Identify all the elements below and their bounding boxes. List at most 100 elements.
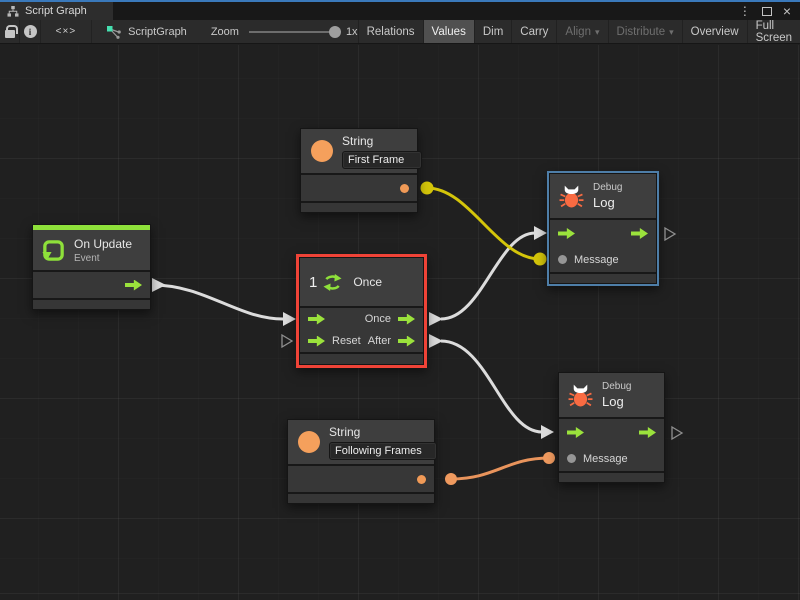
loop-icon bbox=[42, 239, 64, 261]
node-title: Log bbox=[593, 195, 615, 210]
flow-port-row bbox=[559, 419, 664, 446]
flow-output-port[interactable] bbox=[639, 427, 656, 438]
string-circle-icon bbox=[311, 140, 333, 162]
zoom-slider[interactable] bbox=[248, 25, 341, 38]
node-string-first-frame[interactable]: String bbox=[300, 128, 422, 213]
wire-layer bbox=[152, 181, 555, 485]
flow-input-port[interactable] bbox=[567, 427, 584, 438]
cycle-icon bbox=[323, 273, 342, 291]
node-debug-log-bottom[interactable]: Debug Log Message bbox=[558, 372, 665, 483]
node-header: String bbox=[301, 129, 422, 173]
lock-icon bbox=[4, 25, 18, 38]
window-menu-icon[interactable]: ⋮ bbox=[738, 4, 751, 18]
node-header: Debug Log bbox=[550, 174, 656, 218]
bug-icon bbox=[568, 384, 593, 406]
dropdown-caret-icon bbox=[669, 26, 674, 38]
node-on-update[interactable]: On Update Event bbox=[32, 224, 151, 310]
node-title: Log bbox=[602, 394, 624, 409]
dropdown-caret-icon bbox=[595, 26, 600, 38]
graph-name-label: ScriptGraph bbox=[128, 25, 187, 38]
string-output-port[interactable] bbox=[400, 183, 409, 193]
after-output-port[interactable] bbox=[398, 335, 415, 347]
debugbottom-output-unconnected-port-icon[interactable] bbox=[670, 425, 684, 441]
reset-input-port[interactable] bbox=[308, 335, 325, 347]
code-view-button[interactable]: <×> bbox=[41, 20, 93, 43]
flow-port-row bbox=[33, 272, 150, 298]
zoom-slider-handle[interactable] bbox=[328, 25, 341, 38]
message-label: Message bbox=[574, 253, 619, 266]
code-icon: <×> bbox=[55, 26, 77, 37]
string-circle-icon bbox=[298, 431, 320, 453]
flow-output-port[interactable] bbox=[125, 279, 142, 291]
fullscreen-button[interactable]: Full Screen bbox=[746, 20, 800, 44]
carry-button[interactable]: Carry bbox=[511, 20, 556, 43]
string-value-input[interactable] bbox=[342, 150, 422, 169]
distribute-button[interactable]: Distribute bbox=[607, 20, 682, 43]
graph-icon bbox=[107, 25, 121, 39]
node-header: Debug Log bbox=[559, 373, 664, 417]
node-port-row bbox=[288, 466, 434, 492]
hierarchy-icon bbox=[7, 5, 19, 17]
values-button[interactable]: Values bbox=[422, 20, 474, 43]
after-output-label: After bbox=[367, 335, 391, 347]
flow-input-port[interactable] bbox=[558, 228, 575, 239]
tab-script-graph[interactable]: Script Graph bbox=[0, 2, 113, 20]
relations-button[interactable]: Relations bbox=[357, 20, 423, 43]
tab-bar-spacer bbox=[113, 2, 739, 20]
lock-button[interactable] bbox=[0, 20, 21, 43]
graph-breadcrumb[interactable]: ScriptGraph bbox=[92, 20, 199, 43]
flow-input-port[interactable] bbox=[308, 313, 325, 325]
once-port-row-1: Once bbox=[300, 308, 423, 330]
node-footer bbox=[300, 354, 423, 364]
info-button[interactable]: i bbox=[20, 20, 41, 43]
node-title: Once bbox=[353, 275, 383, 289]
message-port-row: Message bbox=[550, 247, 656, 272]
debugtop-output-unconnected-port-icon[interactable] bbox=[663, 226, 677, 242]
node-string-following-frames[interactable]: String bbox=[287, 419, 437, 504]
wire-string1-to-message[interactable] bbox=[420, 181, 547, 266]
node-footer bbox=[559, 473, 664, 482]
node-title: String bbox=[329, 424, 361, 439]
flow-output-port[interactable] bbox=[631, 228, 648, 239]
once-output-port[interactable] bbox=[398, 313, 415, 325]
graph-toolbar: i <×> ScriptGraph Zoom 1x Relations Valu… bbox=[0, 20, 800, 44]
wire-once-to-debugbottom[interactable] bbox=[429, 334, 554, 439]
string-output-port[interactable] bbox=[417, 474, 426, 484]
graph-canvas[interactable]: String Debug Log bbox=[0, 45, 800, 600]
node-footer bbox=[288, 494, 434, 503]
close-icon[interactable]: × bbox=[782, 3, 791, 19]
toolbar-right-group: Relations Values Dim Carry Align Distrib… bbox=[357, 20, 800, 44]
node-port-row bbox=[301, 175, 417, 201]
node-header: 1 Once bbox=[300, 258, 423, 306]
once-port-row-2: Reset After bbox=[300, 330, 423, 352]
reset-unconnected-port-icon[interactable] bbox=[280, 333, 294, 349]
node-header: On Update Event bbox=[33, 225, 150, 270]
window-controls: ⋮ × bbox=[739, 2, 800, 20]
node-header: String bbox=[288, 420, 437, 464]
window-tab-bar: Script Graph ⋮ × bbox=[0, 0, 800, 20]
reset-label: Reset bbox=[332, 335, 361, 347]
zoom-control: Zoom 1x bbox=[211, 20, 358, 43]
info-icon: i bbox=[23, 25, 37, 38]
wire-string2-to-message[interactable] bbox=[445, 452, 555, 485]
message-label: Message bbox=[583, 452, 628, 465]
string-value-input[interactable] bbox=[329, 441, 437, 460]
overview-button[interactable]: Overview bbox=[681, 20, 747, 43]
once-badge: 1 bbox=[309, 273, 318, 291]
once-output-label: Once bbox=[364, 313, 391, 325]
node-debug-log-top[interactable]: Debug Log Message bbox=[547, 171, 659, 286]
align-button[interactable]: Align bbox=[556, 20, 607, 43]
message-input-port[interactable] bbox=[567, 454, 576, 463]
dim-button[interactable]: Dim bbox=[473, 20, 511, 43]
wire-once-to-debugtop[interactable] bbox=[429, 226, 547, 326]
maximize-icon[interactable] bbox=[761, 6, 772, 16]
node-footer bbox=[301, 203, 417, 212]
zoom-value: 1x bbox=[345, 25, 358, 38]
message-input-port[interactable] bbox=[558, 255, 567, 264]
wire-onupdate-to-once[interactable] bbox=[152, 278, 296, 326]
node-footer bbox=[33, 300, 150, 309]
node-category: Debug bbox=[593, 182, 623, 193]
node-subtitle: Event bbox=[74, 252, 100, 264]
node-once[interactable]: 1 Once Once bbox=[296, 254, 427, 368]
node-title: String bbox=[342, 133, 374, 148]
